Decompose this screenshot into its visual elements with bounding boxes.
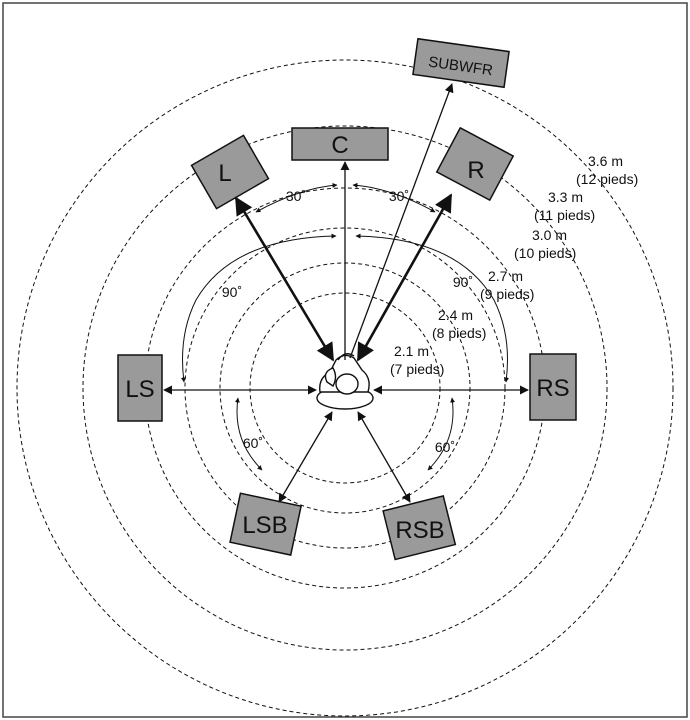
arc-30-right [352, 182, 436, 213]
arc-60-right [427, 397, 456, 471]
angle-label-rear-right: 60˚ [435, 439, 455, 455]
speaker-right-surround: RS [529, 353, 577, 421]
arc-30-left [255, 182, 338, 213]
speaker-left-surround: LS [117, 354, 163, 422]
angle-arcs [180, 182, 510, 471]
distance-3-3-m: 3.3 m [548, 189, 583, 205]
listener-icon [316, 353, 374, 410]
arc-90-right [355, 233, 510, 383]
distance-2-7-m: 2.7 m [488, 268, 523, 284]
speaker-label-ls: LS [125, 376, 154, 403]
distance-2-1-ft: (7 pieds) [390, 361, 444, 377]
arc-90-left [180, 233, 337, 383]
angle-label-front-right: 30˚ [389, 188, 409, 204]
speaker-label-c: C [331, 132, 348, 159]
angle-label-rear-left: 60˚ [243, 435, 263, 451]
speaker-center: C [291, 127, 389, 161]
distance-2-4-ft: (8 pieds) [432, 325, 486, 341]
line-to-rsb [357, 411, 411, 503]
line-to-lsb [278, 411, 333, 503]
angle-label-side-right: 90˚ [453, 274, 473, 290]
arc-60-left [234, 397, 263, 471]
distance-2-1-m: 2.1 m [394, 343, 429, 359]
speaker-right: R [435, 126, 515, 202]
speaker-label-rsb: RSB [395, 517, 444, 544]
speaker-left: L [190, 134, 270, 210]
distance-2-7-ft: (9 pieds) [480, 286, 534, 302]
ring-3-3m [82, 125, 608, 651]
angle-label-side-left: 90˚ [222, 284, 242, 300]
distance-3-3-ft: (11 pieds) [534, 207, 595, 223]
distance-labels: 2.1 m (7 pieds) 2.4 m (8 pieds) 2.7 m (9… [390, 153, 638, 377]
distance-3-0-ft: (10 pieds) [514, 245, 576, 261]
speaker-label-rs: RS [536, 375, 569, 402]
line-to-left [234, 196, 335, 362]
speaker-subwoofer: SUBWFR [412, 37, 510, 89]
speaker-right-surround-back: RSB [382, 495, 457, 561]
distance-3-0-m: 3.0 m [532, 227, 567, 243]
speaker-label-l: L [218, 160, 231, 187]
distance-3-6-m: 3.6 m [588, 153, 623, 169]
speaker-label-r: R [467, 157, 484, 184]
speaker-left-surround-back: LSB [229, 492, 302, 556]
angle-label-front-left: 30˚ [286, 188, 306, 204]
distance-2-4-m: 2.4 m [438, 307, 473, 323]
speaker-label-lsb: LSB [242, 512, 287, 539]
distance-3-6-ft: (12 pieds) [576, 171, 638, 187]
ring-3-6m [16, 59, 674, 717]
